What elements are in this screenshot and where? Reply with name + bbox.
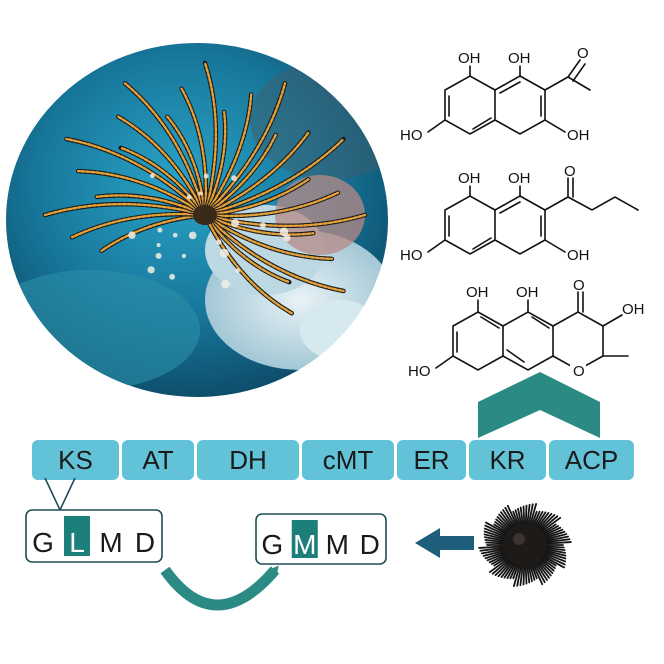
domain-dh: DH (197, 440, 299, 480)
ks-callout-line (45, 478, 75, 510)
pks-domain-bar: KS AT DH cMT ER KR ACP (32, 440, 634, 480)
atom-label: OH (516, 284, 539, 301)
residue-letter: M (293, 529, 316, 560)
domain-kr: KR (469, 440, 546, 480)
atom-label: HO (400, 127, 423, 144)
domain-cmt: cMT (302, 440, 394, 480)
residue-letter: G (261, 529, 283, 560)
motif-box-before: GLMD (26, 510, 162, 562)
chevron-up-icon (478, 372, 600, 438)
residue-letter: D (135, 527, 155, 558)
atom-label: OH (622, 301, 645, 318)
domain-label: DH (229, 445, 267, 475)
structure-3: OH OH O O OH HO (408, 277, 645, 380)
domain-ks: KS (32, 440, 119, 480)
domain-at: AT (122, 440, 194, 480)
structure-1: OH OH O OH HO (400, 45, 590, 144)
atom-label: HO (400, 247, 423, 264)
atom-label: O (573, 277, 585, 294)
arrow-left-icon (415, 528, 474, 558)
domain-label: AT (142, 445, 173, 475)
atom-label: OH (567, 247, 590, 264)
residue-letter: G (32, 527, 54, 558)
atom-label: HO (408, 363, 431, 380)
motif-box-after: GMMD (256, 514, 386, 564)
atom-label: OH (508, 50, 531, 67)
atom-label: OH (458, 50, 481, 67)
atom-label: OH (567, 127, 590, 144)
atom-label: O (577, 45, 589, 62)
atom-label: O (573, 363, 585, 380)
domain-acp: ACP (549, 440, 634, 480)
domain-label: ACP (565, 445, 618, 475)
domain-label: cMT (323, 445, 374, 475)
residue-letter: D (360, 529, 380, 560)
domain-label: KS (58, 445, 93, 475)
residue-letter: L (69, 527, 85, 558)
atom-label: OH (458, 170, 481, 187)
atom-label: O (564, 163, 576, 180)
domain-label: KR (489, 445, 525, 475)
domain-label: ER (413, 445, 449, 475)
residue-letter: M (99, 527, 122, 558)
curved-arrow-icon (165, 570, 275, 605)
residue-letter: M (326, 529, 349, 560)
sea-urchin-icon (479, 504, 571, 586)
domain-er: ER (397, 440, 466, 480)
atom-label: OH (466, 284, 489, 301)
atom-label: OH (508, 170, 531, 187)
structure-2: OH OH O OH HO (400, 163, 638, 264)
